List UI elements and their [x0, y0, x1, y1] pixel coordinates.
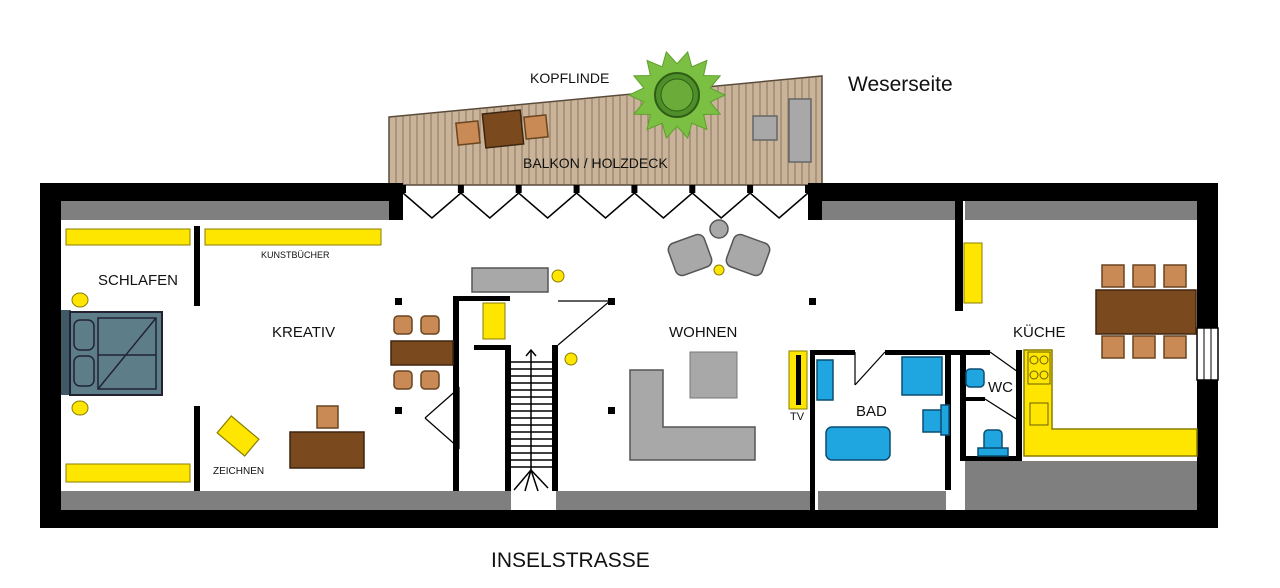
right-window: [1196, 327, 1219, 381]
bathroom-fixtures: [816, 356, 1009, 461]
desk: [289, 431, 365, 469]
columns: [395, 298, 816, 414]
living-label: WOHNEN: [669, 324, 737, 341]
lamp-stairs: [564, 352, 578, 366]
creative-label: KREATIV: [272, 324, 335, 341]
bedroom-label: SCHLAFEN: [98, 272, 178, 289]
bedroom-shelf-top: [65, 228, 191, 246]
drawing-board: [216, 415, 260, 457]
bath-label: BAD: [856, 403, 887, 420]
tree-label: KOPFLINDE: [530, 70, 609, 86]
coffee-table: [689, 351, 738, 399]
bedroom-shelf-bottom: [65, 463, 191, 483]
balcony-stool: [752, 115, 778, 141]
kitchen-wall-cabinet: [963, 242, 983, 304]
outer-walls: [40, 183, 1218, 528]
balcony-label: BALKON / HOLZDECK: [523, 155, 668, 171]
kitchen-counter: [1023, 349, 1198, 457]
street-label: INSELSTRASSE: [491, 549, 650, 572]
wc-label: WC: [988, 379, 1013, 396]
tv-unit: [788, 350, 808, 410]
linden-tree-icon: [627, 50, 727, 140]
yellow-cabinet: [482, 302, 506, 340]
bedside-lamp-bottom: [71, 400, 89, 416]
lamp-sideboard: [551, 269, 565, 283]
staircase: [511, 348, 552, 492]
sideboard: [471, 267, 549, 293]
tv-label: TV: [790, 411, 805, 423]
bedside-lamp-top: [71, 292, 89, 308]
balcony-bench: [788, 98, 812, 163]
balcony-chair-right: [523, 114, 549, 140]
balcony-chair-left: [455, 120, 481, 146]
balcony-folding-doors: [389, 183, 822, 220]
drawing-label: ZEICHNEN: [213, 466, 264, 477]
dining-table-creative: [390, 315, 454, 390]
desk-chair: [316, 405, 339, 429]
window-sills: [61, 201, 1197, 510]
kitchen-label: KÜCHE: [1013, 323, 1066, 341]
bookshelf: [204, 228, 382, 246]
art-books-label: KUNSTBÜCHER: [261, 250, 330, 260]
lounge-chairs: [667, 219, 771, 277]
balcony-table: [481, 109, 525, 149]
double-bed: [61, 310, 163, 396]
corner-sofa: [629, 369, 756, 461]
orientation-label: Weserseite: [848, 73, 953, 96]
kitchen-dining-table: [1095, 264, 1197, 359]
